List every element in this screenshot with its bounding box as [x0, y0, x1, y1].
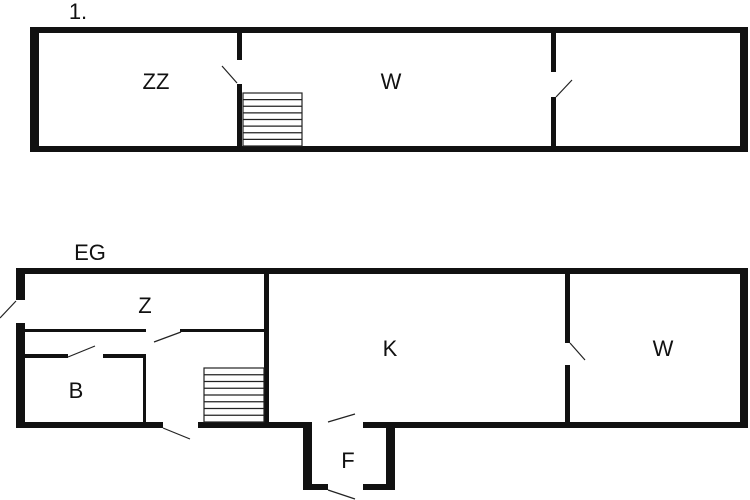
ground-floor-walls [16, 268, 748, 490]
room-label-k: K [382, 336, 398, 361]
door-swing-icon [153, 331, 182, 343]
room-label-w-upper: W [380, 69, 402, 94]
door-swing-icon [555, 79, 573, 98]
floor-title-upper: 1. [68, 0, 88, 24]
door-swing-icon [221, 65, 238, 84]
room-label-z: Z [138, 293, 152, 318]
staircase-ground [203, 367, 265, 423]
upper-floor-walls [30, 27, 748, 152]
door-swing-icon [67, 345, 96, 358]
door-swing-icon [162, 427, 191, 440]
door-swing-icon [0, 300, 17, 319]
door-swing-icon [327, 489, 356, 500]
door-swing-icon [327, 413, 356, 423]
room-label-f: F [341, 448, 355, 473]
floor-title-ground: EG [74, 240, 106, 265]
room-label-b: B [68, 378, 84, 403]
staircase-upper [242, 92, 303, 147]
door-swing-icon [569, 342, 586, 361]
room-label-zz: ZZ [142, 69, 170, 94]
room-label-w-ground: W [652, 336, 674, 361]
